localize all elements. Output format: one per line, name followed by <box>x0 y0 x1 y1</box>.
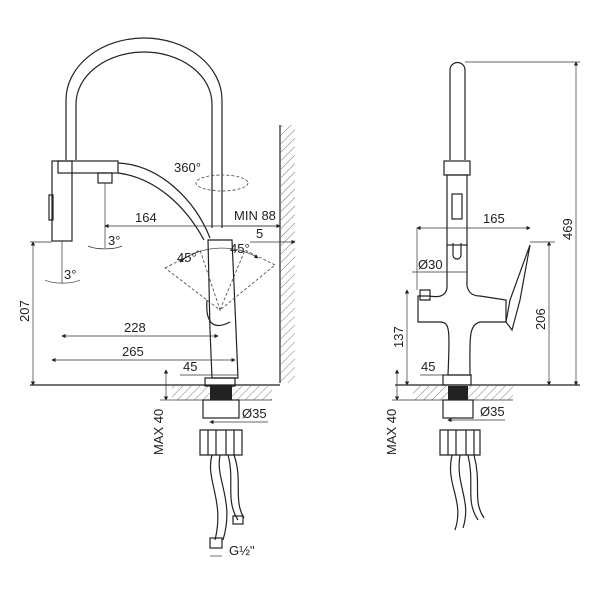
dim-45-front: 45 <box>421 359 435 374</box>
spout-outer <box>65 37 223 228</box>
dim-164: 164 <box>135 210 157 225</box>
spout-inner <box>75 51 213 228</box>
dim-469: 469 <box>560 218 575 240</box>
spout-nut-front <box>443 160 471 176</box>
dim-max40: MAX 40 <box>151 409 166 455</box>
handle-front <box>505 244 531 332</box>
dim-228: 228 <box>124 320 146 335</box>
mounting-nut <box>199 429 243 456</box>
angle-right-label: 45° <box>230 241 250 256</box>
dim-265: 265 <box>122 344 144 359</box>
dim-137: 137 <box>391 326 406 348</box>
handle-position-left <box>164 249 221 312</box>
faucet-body <box>207 239 239 379</box>
rotation-label: 360° <box>174 160 201 175</box>
spout-tube-front <box>449 61 466 160</box>
hose <box>117 162 211 239</box>
angle-left-label: 45° <box>177 250 197 265</box>
dim-max40-front: MAX 40 <box>384 409 399 455</box>
dim-5: 5 <box>256 226 263 241</box>
dim-d30: Ø30 <box>418 257 443 272</box>
dim-45: 45 <box>183 359 197 374</box>
sprayer-head <box>57 160 119 174</box>
rotation-ellipse <box>195 174 249 192</box>
supply-hose-front-1 <box>449 454 467 531</box>
dim-165: 165 <box>483 211 505 226</box>
angle-spray-2: 3° <box>64 267 76 282</box>
supply-hose-1 <box>209 454 228 541</box>
mounting-nut-front <box>439 429 481 456</box>
sprayer-front <box>446 174 468 246</box>
handle-position-right <box>219 249 276 311</box>
dim-thread: G½" <box>229 543 255 558</box>
supply-hose-front-2 <box>467 454 485 521</box>
dim-207: 207 <box>17 300 32 322</box>
dim-206: 206 <box>533 308 548 330</box>
dim-d35: Ø35 <box>242 406 267 421</box>
dim-d35-front: Ø35 <box>480 404 505 419</box>
side-view: 360° 45° 45° 164 MIN 88 5 3° 3° 207 <box>17 37 296 558</box>
wall-hatch <box>281 125 295 383</box>
front-view: 165 Ø30 137 206 469 45 Ø35 MAX 40 <box>384 61 580 531</box>
supply-hose-2 <box>227 454 245 521</box>
angle-spray-1: 3° <box>108 233 120 248</box>
dim-min88: MIN 88 <box>234 208 276 223</box>
